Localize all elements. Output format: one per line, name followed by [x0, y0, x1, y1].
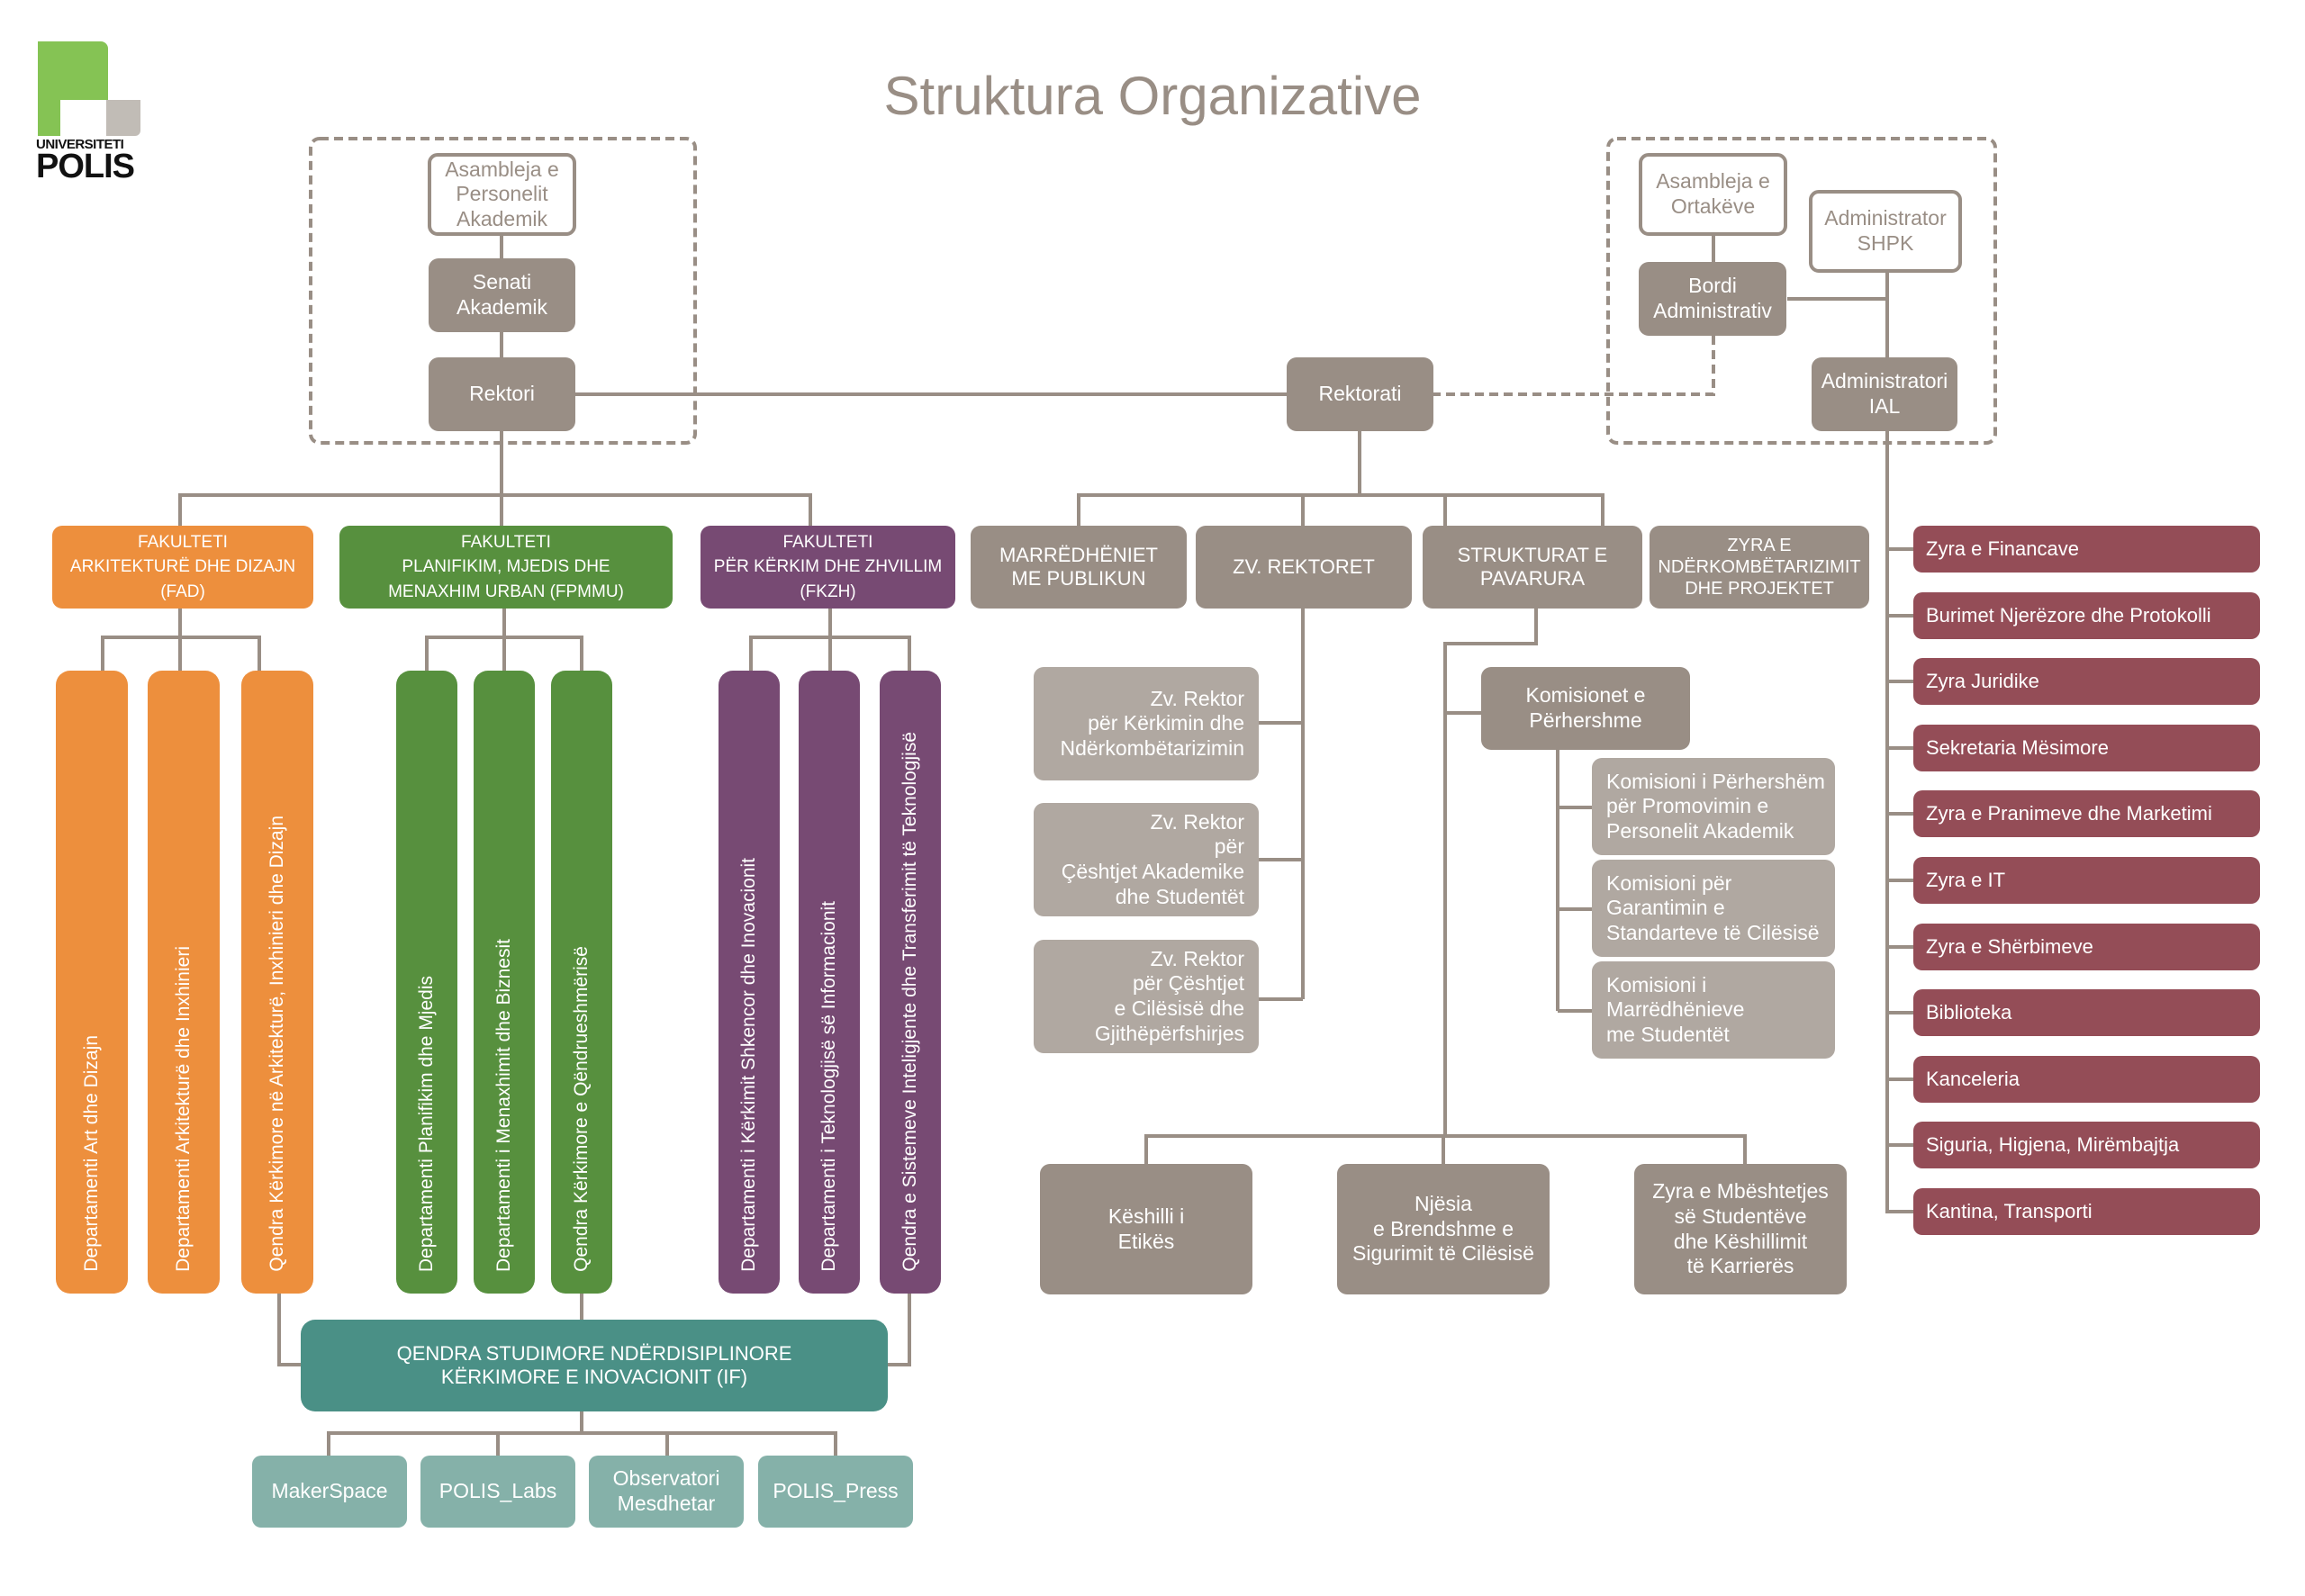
independent-unit-box: Njësia e Brendshme e Sigurimit të Cilësi… — [1337, 1164, 1550, 1294]
admin-office-box: Zyra e Shërbimeve — [1913, 924, 2260, 970]
node-rektori: Rektori — [429, 357, 575, 431]
vice-rector-box: Zv. Rektor për Çështjet e Cilësisë dhe G… — [1034, 940, 1259, 1053]
admin-office-box: Sekretaria Mësimore — [1913, 725, 2260, 771]
department-box: Qendra Kërkimore e Qëndrueshmërisë — [551, 671, 612, 1294]
node-rektorati: Rektorati — [1287, 357, 1433, 431]
rektorati-unit-marredheniet: MARRËDHËNIET ME PUBLIKUN — [971, 526, 1187, 609]
department-label: Departamenti Art dhe Dizajn — [81, 1035, 103, 1272]
node-senati-akademik: Senati Akademik — [429, 258, 575, 332]
logo-grey-block — [106, 100, 140, 136]
department-box: Departamenti Planifikim dhe Mjedis — [396, 671, 457, 1294]
department-label: Qendra e Sistemeve Inteligjente dhe Tran… — [899, 732, 921, 1272]
vice-rector-box: Zv. Rektor për Çështjet Akademike dhe St… — [1034, 803, 1259, 916]
if-unit: POLIS_Press — [758, 1456, 913, 1528]
admin-office-box: Zyra e IT — [1913, 857, 2260, 904]
admin-office-box: Zyra e Pranimeve dhe Marketimi — [1913, 790, 2260, 837]
faculty-fpmmu: FAKULTETI PLANIFIKIM, MJEDIS DHE MENAXHI… — [339, 526, 673, 609]
department-label: Qendra Kërkimore në Arkitekturë, Inxhini… — [267, 816, 288, 1272]
department-label: Departamenti Planifikim dhe Mjedis — [416, 975, 438, 1272]
admin-office-box: Burimet Njerëzore dhe Protokolli — [1913, 592, 2260, 639]
faculty-fkzh: FAKULTETI PËR KËRKIM DHE ZHVILLIM (FKZH) — [701, 526, 955, 609]
page-title: Struktura Organizative — [883, 66, 1422, 126]
department-label: Qendra Kërkimore e Qëndrueshmërisë — [571, 946, 592, 1272]
department-box: Departamenti Arkitekturë dhe Inxhinieri — [148, 671, 220, 1294]
node-asambleja-personelit: Asambleja e Personelit Akademik — [428, 153, 576, 236]
university-logo: UNIVERSITETI POLIS — [36, 41, 146, 185]
node-administrator-shpk: Administrator SHPK — [1809, 190, 1962, 273]
if-unit: POLIS_Labs — [420, 1456, 575, 1528]
admin-office-box: Zyra e Financave — [1913, 526, 2260, 573]
if-unit: Observatori Mesdhetar — [589, 1456, 744, 1528]
vice-rector-box: Zv. Rektor për Kërkimin dhe Ndërkombëtar… — [1034, 667, 1259, 780]
independent-unit-box: Zyra e Mbështetjes së Studentëve dhe Kës… — [1634, 1164, 1847, 1294]
department-label: Departamenti i Menaxhimit dhe Biznesit — [493, 938, 515, 1272]
rektorati-unit-zyra-nderkombetarizimit: ZYRA E NDËRKOMBËTARIZIMIT DHE PROJEKTET — [1650, 526, 1869, 609]
node-komisionet-perhershme: Komisionet e Përhershme — [1481, 667, 1690, 750]
if-unit: MakerSpace — [252, 1456, 407, 1528]
node-if-center: QENDRA STUDIMORE NDËRDISIPLINORE KËRKIMO… — [301, 1320, 888, 1411]
academic-governance-group — [309, 137, 697, 445]
corporate-governance-group — [1606, 137, 1997, 445]
rektorati-unit-zv-rektoret: ZV. REKTORET — [1196, 526, 1412, 609]
faculty-fad: FAKULTETI ARKITEKTURË DHE DIZAJN (FAD) — [52, 526, 313, 609]
department-label: Departamenti i Kërkimit Shkencor dhe Ino… — [738, 858, 760, 1272]
department-box: Departamenti i Teknologjisë së Informaci… — [799, 671, 860, 1294]
independent-unit-box: Këshilli i Etikës — [1040, 1164, 1252, 1294]
department-box: Qendra Kërkimore në Arkitekturë, Inxhini… — [241, 671, 313, 1294]
admin-office-box: Kantina, Transporti — [1913, 1188, 2260, 1235]
node-bordi-administrativ: Bordi Administrativ — [1639, 262, 1786, 336]
department-box: Qendra e Sistemeve Inteligjente dhe Tran… — [880, 671, 941, 1294]
node-asambleja-ortakeve: Asambleja e Ortakëve — [1639, 153, 1787, 236]
logo-text-universiteti: UNIVERSITETI — [36, 137, 124, 152]
admin-office-box: Kanceleria — [1913, 1056, 2260, 1103]
logo-white-block — [60, 100, 108, 138]
admin-office-box: Siguria, Higjena, Mirëmbajtja — [1913, 1122, 2260, 1168]
rektorati-unit-strukturat: STRUKTURAT E PAVARURA — [1423, 526, 1642, 609]
admin-office-box: Biblioteka — [1913, 989, 2260, 1036]
admin-office-box: Zyra Juridike — [1913, 658, 2260, 705]
department-box: Departamenti Art dhe Dizajn — [56, 671, 128, 1294]
logo-text-polis: POLIS — [36, 148, 135, 185]
node-administratori-ial: Administratori IAL — [1812, 357, 1957, 431]
department-box: Departamenti i Kërkimit Shkencor dhe Ino… — [719, 671, 780, 1294]
department-label: Departamenti i Teknologjisë së Informaci… — [818, 901, 840, 1272]
commission-box: Komisioni i Përhershëm për Promovimin e … — [1592, 758, 1835, 855]
department-box: Departamenti i Menaxhimit dhe Biznesit — [474, 671, 535, 1294]
commission-box: Komisioni për Garantimin e Standarteve t… — [1592, 860, 1835, 957]
department-label: Departamenti Arkitekturë dhe Inxhinieri — [173, 946, 194, 1272]
commission-box: Komisioni i Marrëdhënieve me Studentët — [1592, 961, 1835, 1059]
